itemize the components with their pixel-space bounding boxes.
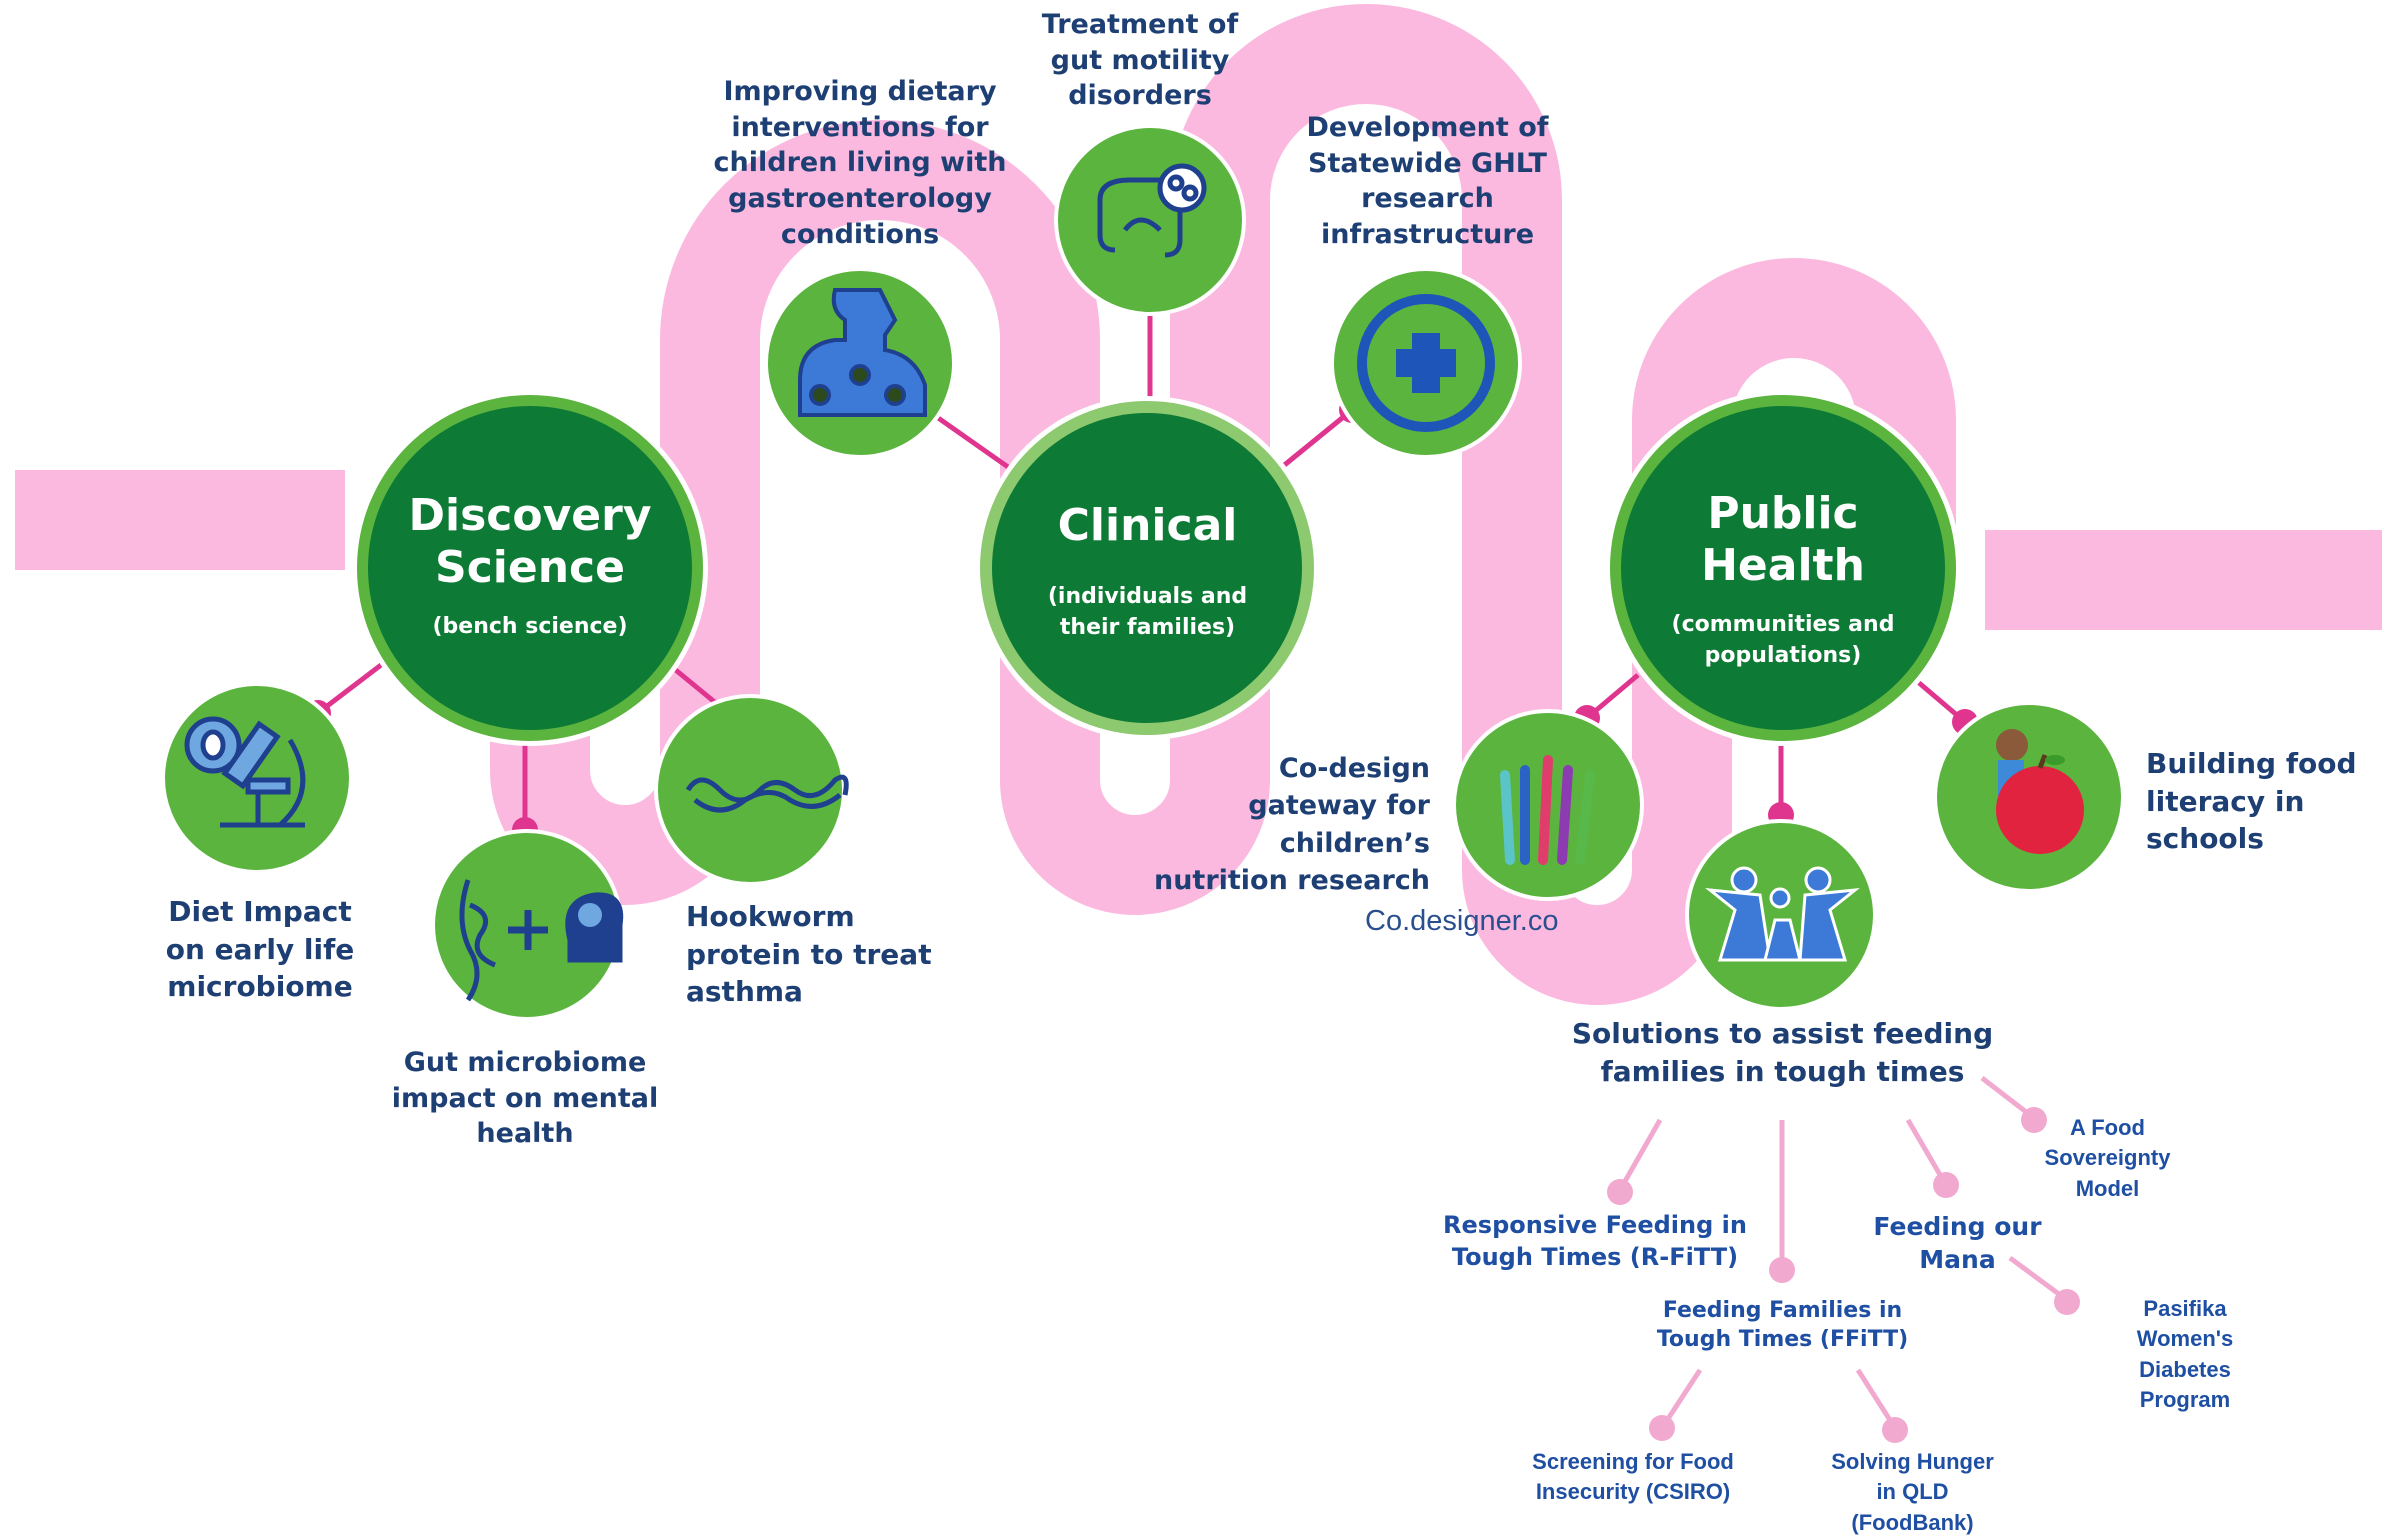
raised-hands-icon <box>1500 755 1595 865</box>
intestine-icon <box>1097 163 1207 258</box>
hub-discovery-science: Discovery Science (bench science) <box>380 490 680 643</box>
hub-discovery-circle <box>352 390 708 746</box>
person-bacteria-icon <box>798 288 927 417</box>
label-co-design: Co-design gateway for children’s nutriti… <box>1153 753 1430 896</box>
label-food-literacy: Building food literacy in schools <box>2146 747 2357 856</box>
hub-clinical: Clinical (individuals and their families… <box>1000 500 1295 644</box>
label-gut-mental-health: Gut microbiome impact on mental health <box>391 1047 659 1150</box>
hub-discovery-title: Discovery Science <box>408 490 652 593</box>
label-statewide-ghlt: Development of Statewide GHLT research i… <box>1306 112 1549 250</box>
label-dietary-interventions: Improving dietary interventions for chil… <box>713 76 1007 250</box>
label-solutions: Solutions to assist feeding families in … <box>1571 1017 1994 1089</box>
label-screening: Screening for Food Insecurity (CSIRO) <box>1532 1449 1734 1505</box>
label-ffitt: Feeding Families in Tough Times (FFiTT) <box>1656 1298 1909 1353</box>
hub-discovery-subtitle: (bench science) <box>432 613 628 639</box>
gut-brain-icon <box>459 879 624 1002</box>
label-pasifika: Pasifika Women's Diabetes Program <box>2136 1296 2234 1413</box>
label-food-sovereignty: A Food Sovereignty Model <box>2044 1115 2171 1201</box>
credit-text: Co.designer.co <box>1365 905 1559 937</box>
worm-icon <box>685 774 849 813</box>
label-diet-impact: Diet Impact on early life microbiome <box>165 895 355 1004</box>
medical-cross-icon <box>1357 294 1495 432</box>
hub-public-health-subtitle: (communities and populations) <box>1671 611 1895 668</box>
hub-public-health-circle <box>1605 390 1961 746</box>
label-solving-hunger: Solving Hunger in QLD (FoodBank) <box>1831 1449 1994 1535</box>
hub-clinical-circle <box>975 396 1319 740</box>
sub-connectors <box>1617 1076 2069 1430</box>
hub-clinical-subtitle: (individuals and their families) <box>1047 583 1248 640</box>
family-icon <box>1705 866 1860 962</box>
hub-clinical-title: Clinical <box>1057 500 1238 551</box>
label-gut-motility: Treatment of gut motility disorders <box>1041 9 1239 112</box>
label-hookworm: Hookworm protein to treat asthma <box>686 900 932 1009</box>
label-rfitt: Responsive Feeding in Tough Times (R-FiT… <box>1443 1211 1747 1271</box>
hub-public-health-title: Public Health <box>1701 488 1865 591</box>
sub-dots <box>1607 1107 2080 1443</box>
microscope-icon <box>184 716 306 828</box>
hub-public-health: Public Health (communities and populatio… <box>1633 488 1933 671</box>
label-feeding-our-mana: Feeding our Mana <box>1873 1212 2042 1274</box>
child-apple-icon <box>1996 729 2084 854</box>
